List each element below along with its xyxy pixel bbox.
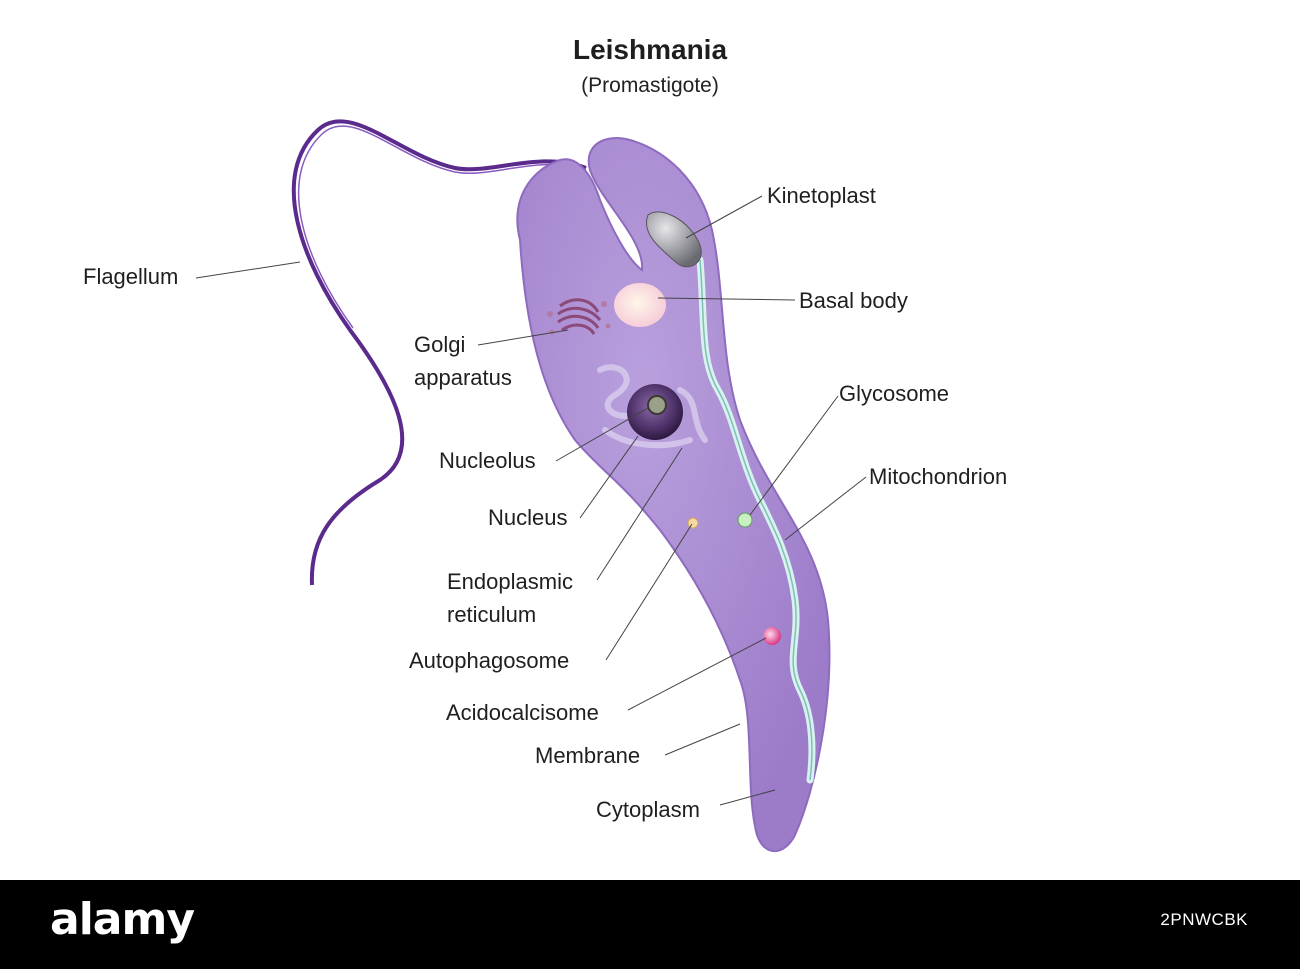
leishmania-illustration: [195, 119, 867, 853]
basal-body-shape: [614, 283, 666, 327]
diagram-title: Leishmania: [572, 34, 728, 65]
label-golgi-line2: apparatus: [414, 365, 512, 390]
glycosome-shape: [737, 512, 753, 528]
diagram-subtitle: (Promastigote): [581, 74, 719, 97]
nucleolus-shape: [647, 395, 667, 415]
label-basal-body: Basal body: [799, 288, 908, 313]
footer-bar: alamy 2PNWCBK: [0, 880, 1300, 969]
label-autophagosome: Autophagosome: [409, 648, 570, 673]
leader-lines: [195, 195, 867, 806]
flagellum-highlight: [297, 125, 587, 329]
diagram-canvas: Leishmania (Promastigote): [83, 34, 1008, 853]
autophagosome-shape: [687, 517, 699, 529]
image-id: 2PNWCBK: [1160, 910, 1248, 929]
label-golgi-line1: Golgi: [414, 332, 466, 357]
acidocalcisome-shape: [763, 627, 781, 645]
label-er-line1: Endoplasmic: [447, 569, 573, 594]
label-flagellum: Flagellum: [83, 264, 179, 289]
label-mitochondrion: Mitochondrion: [869, 464, 1008, 489]
er-shape: [597, 364, 708, 449]
mitochondrion-core: [699, 259, 813, 781]
label-membrane: Membrane: [535, 743, 641, 768]
label-acidocalcisome: Acidocalcisome: [446, 700, 599, 725]
brand-logo: alamy: [50, 894, 195, 945]
label-cytoplasm: Cytoplasm: [596, 797, 700, 822]
label-kinetoplast: Kinetoplast: [767, 183, 876, 208]
flagellum-shape: [291, 119, 587, 586]
label-er-line2: reticulum: [447, 602, 537, 627]
label-nucleolus: Nucleolus: [439, 448, 536, 473]
label-nucleus: Nucleus: [488, 505, 568, 530]
kinetoplast-shape: [645, 211, 702, 268]
label-glycosome: Glycosome: [839, 381, 950, 406]
